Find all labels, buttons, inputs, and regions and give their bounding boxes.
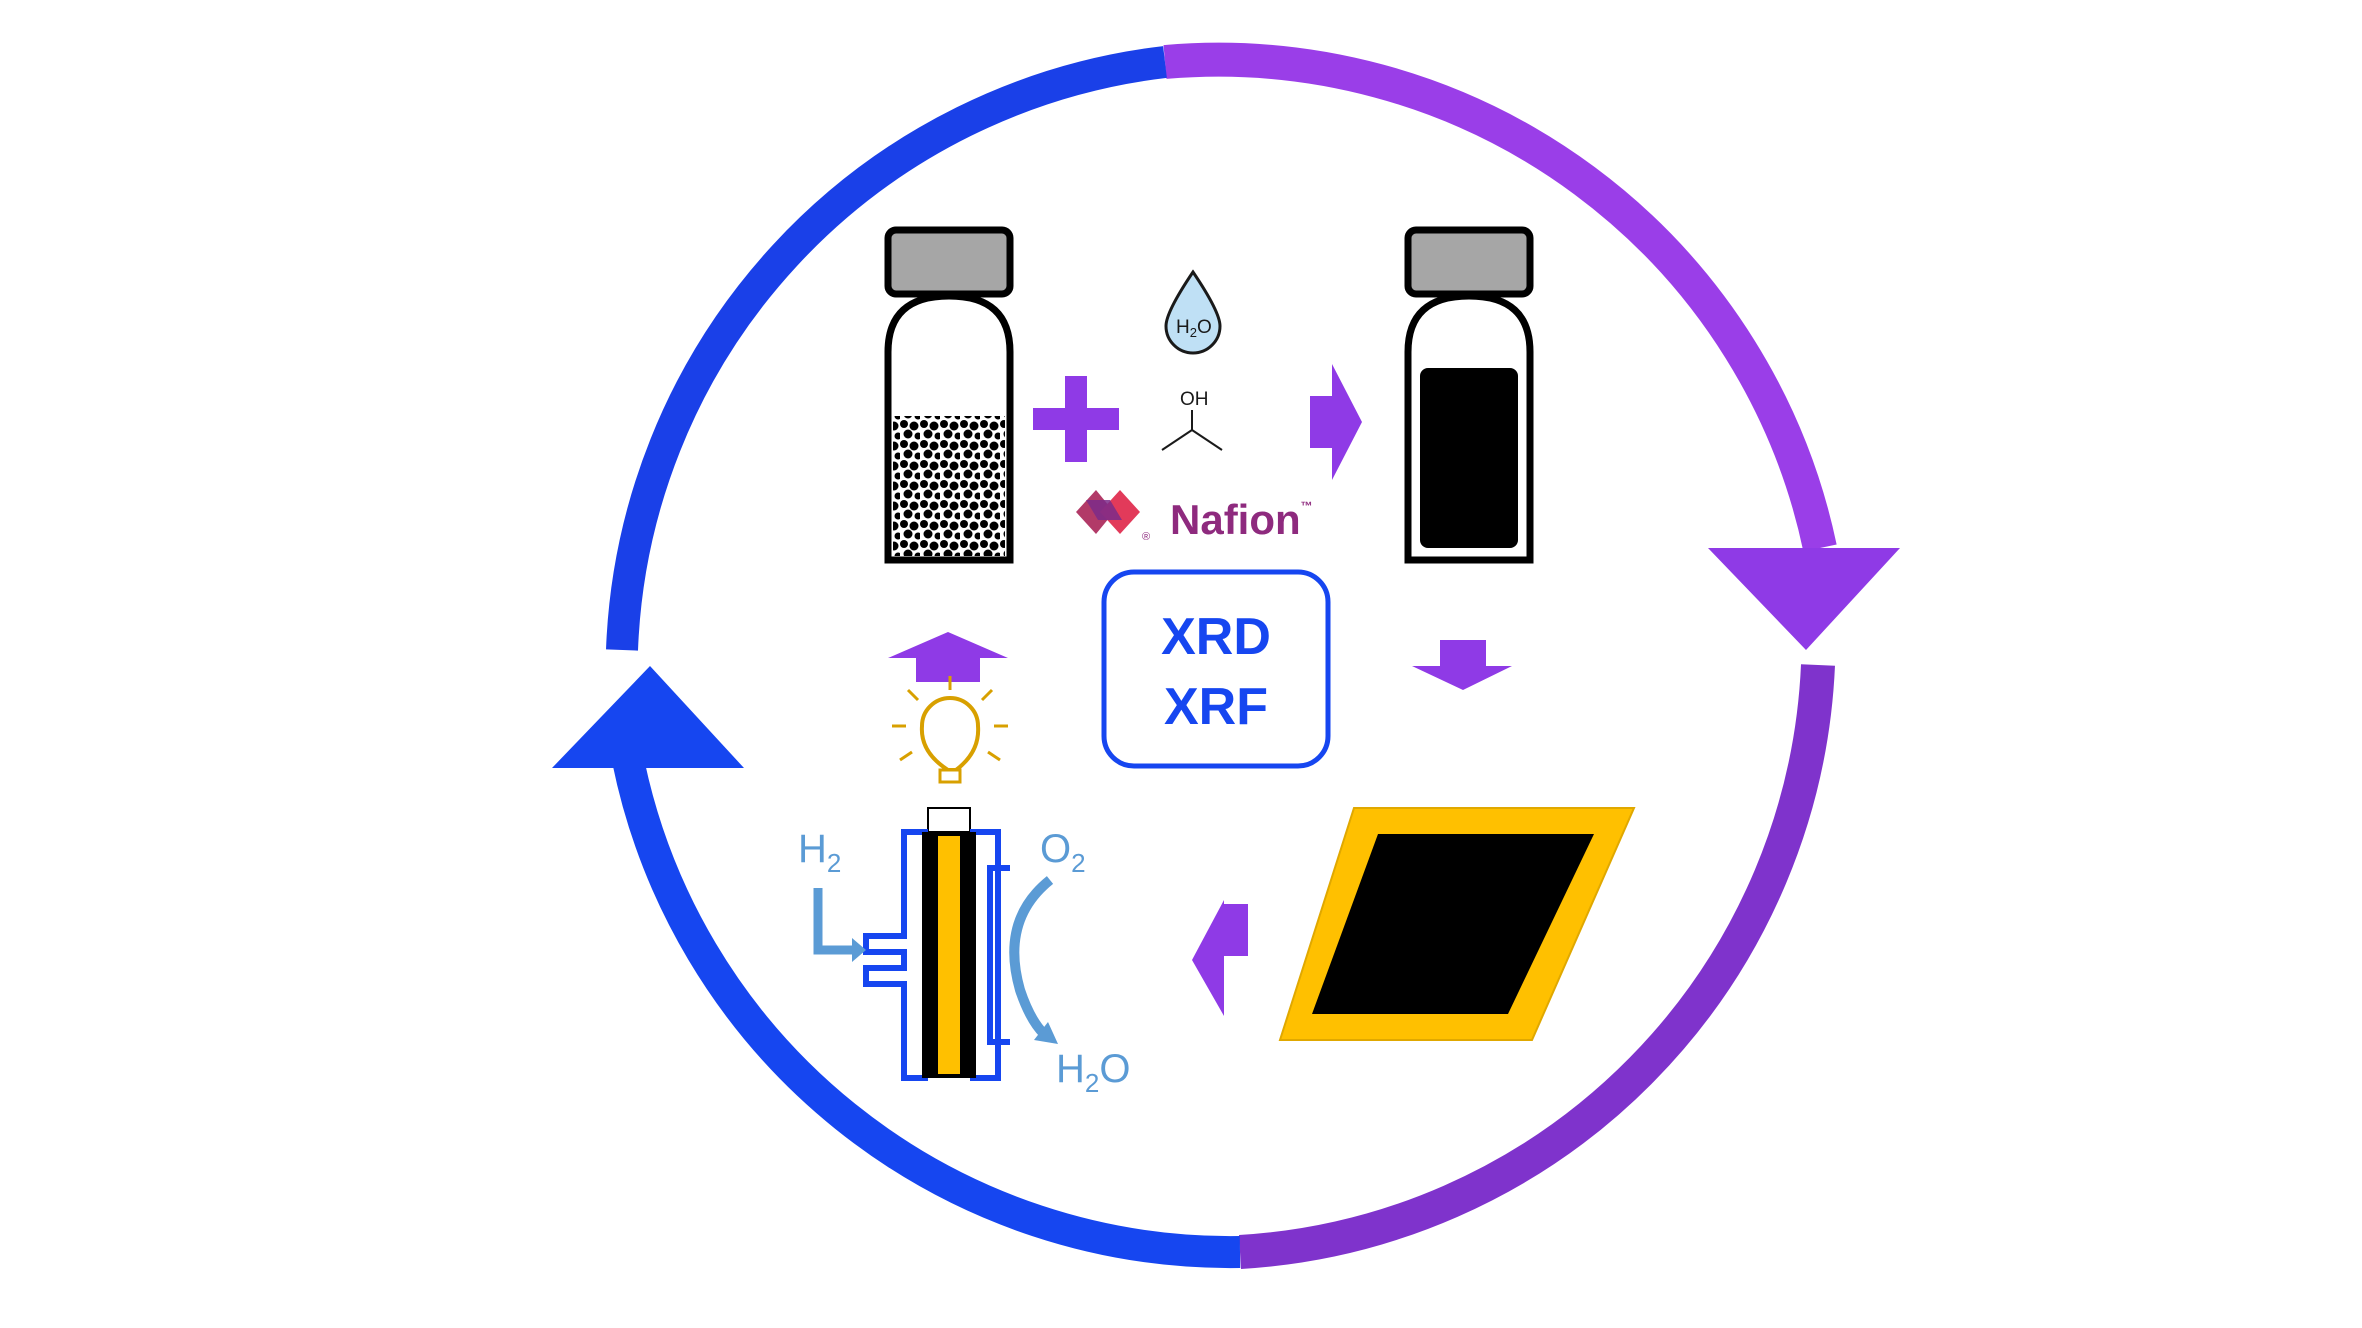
water-drop-icon: H2O xyxy=(1164,269,1222,355)
coated-electrode-icon xyxy=(1278,807,1636,1041)
membrane xyxy=(938,836,960,1074)
catalyst-ink xyxy=(1420,368,1518,548)
cycle-arc-bottom xyxy=(612,756,1241,1269)
vial-cap xyxy=(884,226,1014,298)
xrd-label: XRD xyxy=(1161,608,1271,666)
cycle-arrows xyxy=(552,42,1900,1269)
nafion-wordmark: Nafion™ xyxy=(1170,496,1313,543)
cathode-flow-field xyxy=(987,865,1010,1045)
vial-cap xyxy=(1404,226,1534,298)
catalyst-powder-vial-icon xyxy=(884,226,1014,564)
plus-icon xyxy=(1033,376,1119,462)
step-arrow-up xyxy=(888,632,1008,682)
h2o-product-label: H2O xyxy=(1056,1047,1130,1098)
cycle-arc-top-right xyxy=(1163,42,1837,552)
anode-plate xyxy=(863,829,928,1081)
o2-to-water-arrow xyxy=(1009,876,1054,1038)
water-label: H2O xyxy=(1176,317,1212,340)
characterization-box: XRD XRF xyxy=(1101,569,1331,769)
nafion-logo-icon: Nafion™ ® xyxy=(1076,490,1313,543)
lightbulb-icon xyxy=(892,676,1008,784)
step-arrow-down xyxy=(1412,640,1512,690)
catalyst-ink-vial-icon xyxy=(1404,226,1534,564)
step-arrow-right xyxy=(1310,364,1362,480)
h2-inlet-label: H2 xyxy=(798,827,841,878)
step-arrow-left xyxy=(1192,900,1248,1016)
cathode-plate xyxy=(970,829,1001,1081)
cycle-arc-top-left xyxy=(606,46,1167,651)
terminal xyxy=(927,807,971,833)
cycle-arrowhead-right xyxy=(1708,548,1900,650)
xrf-label: XRF xyxy=(1164,678,1268,736)
fuel-cell-icon: H2 O2 H2O xyxy=(798,676,1130,1098)
nafion-registered-mark: ® xyxy=(1142,531,1150,543)
cycle-arc-right xyxy=(1238,664,1835,1269)
cycle-arrowhead-left xyxy=(552,666,744,768)
hydroxyl-label: OH xyxy=(1180,389,1209,410)
catalyst-powder xyxy=(893,416,1005,556)
h2-inlet-arrow xyxy=(813,888,852,955)
o2-label: O2 xyxy=(1040,827,1086,878)
isopropanol-structure-icon: OH xyxy=(1161,389,1223,451)
